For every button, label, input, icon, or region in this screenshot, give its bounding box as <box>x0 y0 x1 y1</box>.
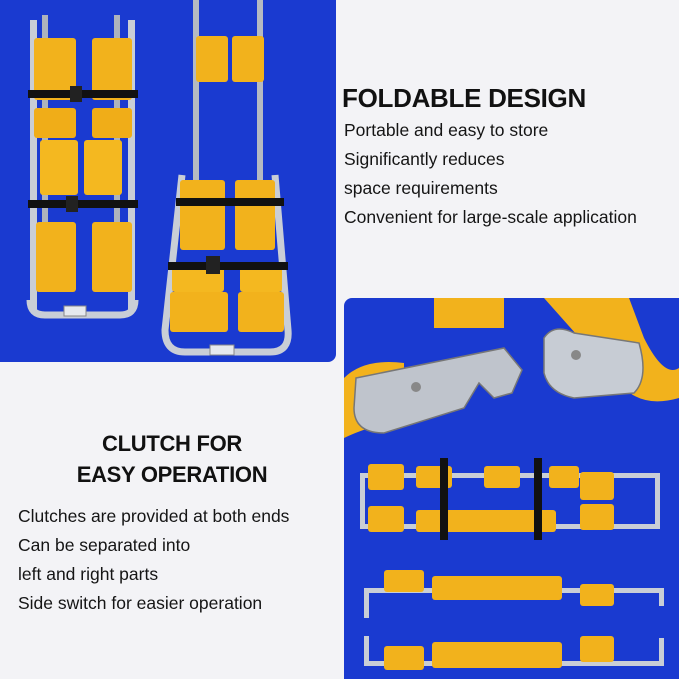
stretcher-half-upper <box>364 570 664 618</box>
clutch-heading-line: CLUTCH FOR <box>102 431 242 456</box>
stretcher-folded-right <box>161 0 292 356</box>
foldable-feature-line: Portable and easy to store <box>344 120 549 140</box>
clutch-closeup <box>344 298 679 438</box>
clutch-feature-line: left and right parts <box>18 564 159 584</box>
clutch-feature-line: Side switch for easier operation <box>18 593 263 613</box>
clutch-feature-line: Can be separated into <box>18 535 191 555</box>
foldable-feature-line: Convenient for large-scale application <box>344 207 637 227</box>
stretcher-half-lower <box>364 636 664 670</box>
foldable-stretcher-photo <box>0 0 336 362</box>
stretcher-assembled-with-straps <box>360 458 660 540</box>
clutch-stretcher-illustration <box>344 298 679 670</box>
clutch-features-list: Clutches are provided at both ends Can b… <box>18 502 289 618</box>
clutch-heading: CLUTCH FOR EASY OPERATION <box>0 428 344 490</box>
clutch-feature-line: Clutches are provided at both ends <box>18 506 290 526</box>
foldable-features-list: Portable and easy to store Significantly… <box>344 116 637 232</box>
foldable-feature-line: Significantly reduces <box>344 149 505 169</box>
stretcher-folded-left <box>26 15 139 319</box>
clutch-heading-line: EASY OPERATION <box>76 462 268 487</box>
clutch-detail-photo <box>344 298 679 679</box>
foldable-design-heading: FOLDABLE DESIGN <box>342 83 586 113</box>
folded-stretcher-illustration <box>26 0 292 356</box>
foldable-feature-line: space requirements <box>344 178 498 198</box>
